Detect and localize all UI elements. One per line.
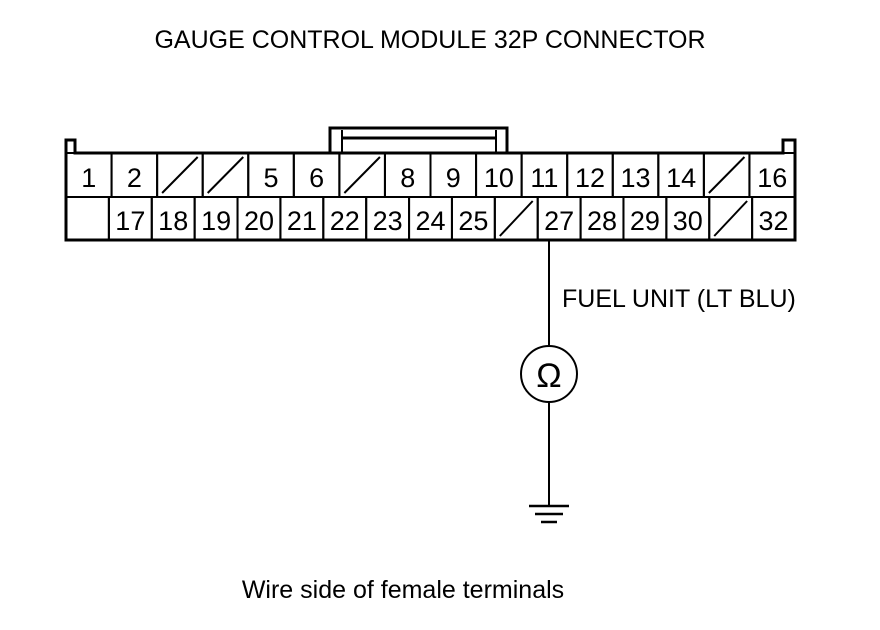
terminal-number: 23 — [373, 206, 403, 236]
terminal-number: 25 — [458, 206, 488, 236]
terminal-25: 25 — [450, 196, 496, 241]
ohm-icon: Ω — [536, 357, 561, 395]
terminal-19: 19 — [193, 196, 239, 241]
terminal-number: 24 — [415, 206, 445, 236]
terminal-number: 17 — [115, 206, 145, 236]
terminal-number: 9 — [446, 163, 461, 193]
terminal-30: 30 — [665, 196, 711, 241]
terminal-blank — [708, 196, 754, 241]
terminal-number: 14 — [666, 163, 696, 193]
connector-latch — [328, 126, 509, 153]
terminal-number: 8 — [400, 163, 415, 193]
terminal-number: 16 — [757, 163, 787, 193]
terminal-11: 11 — [520, 152, 569, 198]
empty-cavity-slash — [343, 156, 381, 194]
terminal-number: 28 — [587, 206, 617, 236]
terminal-17: 17 — [107, 196, 153, 241]
terminal-number: 27 — [544, 206, 574, 236]
terminal-number: 30 — [673, 206, 703, 236]
terminal-28: 28 — [579, 196, 625, 241]
caption: Wire side of female terminals — [242, 576, 564, 604]
terminal-number: 10 — [484, 163, 514, 193]
terminal-20: 20 — [236, 196, 282, 241]
terminal-number: 1 — [81, 163, 96, 193]
terminal-9: 9 — [429, 152, 478, 198]
empty-cavity-slash — [161, 156, 199, 194]
terminal-number: 6 — [309, 163, 324, 193]
terminal-27: 27 — [536, 196, 582, 241]
diagram-title: GAUGE CONTROL MODULE 32P CONNECTOR — [154, 26, 705, 54]
terminal-14: 14 — [657, 152, 705, 198]
terminal-number: 21 — [287, 206, 317, 236]
terminal-10: 10 — [475, 152, 523, 198]
terminal-1: 1 — [65, 152, 113, 198]
terminal-number: 5 — [264, 163, 279, 193]
terminal-5: 5 — [247, 152, 295, 198]
terminal-21: 21 — [279, 196, 325, 241]
connector-row-2: 17 18 19 20 21 22 23 24 25 27 28 29 30 32 — [65, 196, 797, 241]
terminal-number: 29 — [630, 206, 660, 236]
terminal-blank — [493, 196, 539, 241]
terminal-13: 13 — [611, 152, 660, 198]
wire-label: FUEL UNIT (LT BLU) — [562, 285, 796, 313]
terminal-number: 12 — [575, 163, 605, 193]
terminal-8: 8 — [383, 152, 432, 198]
terminal-number: 2 — [127, 163, 142, 193]
terminal-number: 19 — [201, 206, 231, 236]
terminal-blank — [702, 152, 751, 198]
empty-cavity-slash — [708, 156, 746, 194]
terminal-blank — [201, 152, 250, 198]
terminal-24: 24 — [408, 196, 453, 241]
terminal-blank — [65, 196, 110, 241]
terminal-29: 29 — [622, 196, 668, 241]
empty-cavity-slash — [713, 200, 748, 237]
terminal-number: 20 — [244, 206, 274, 236]
terminal-22: 22 — [322, 196, 368, 241]
terminal-23: 23 — [365, 196, 411, 241]
empty-cavity-slash — [206, 156, 244, 194]
terminal-blank — [156, 152, 204, 198]
terminal-32: 32 — [751, 196, 797, 241]
terminal-number: 11 — [530, 163, 558, 193]
terminal-2: 2 — [110, 152, 159, 198]
ground-icon — [529, 504, 569, 524]
terminal-blank — [338, 152, 386, 198]
terminal-12: 12 — [566, 152, 614, 198]
terminal-16: 16 — [748, 152, 796, 198]
terminal-number: 18 — [158, 206, 188, 236]
terminal-6: 6 — [292, 152, 341, 198]
terminal-number: 13 — [621, 163, 651, 193]
terminal-18: 18 — [150, 196, 196, 241]
terminal-number: 32 — [759, 206, 789, 236]
terminal-number: 22 — [330, 206, 360, 236]
empty-cavity-slash — [499, 200, 534, 237]
